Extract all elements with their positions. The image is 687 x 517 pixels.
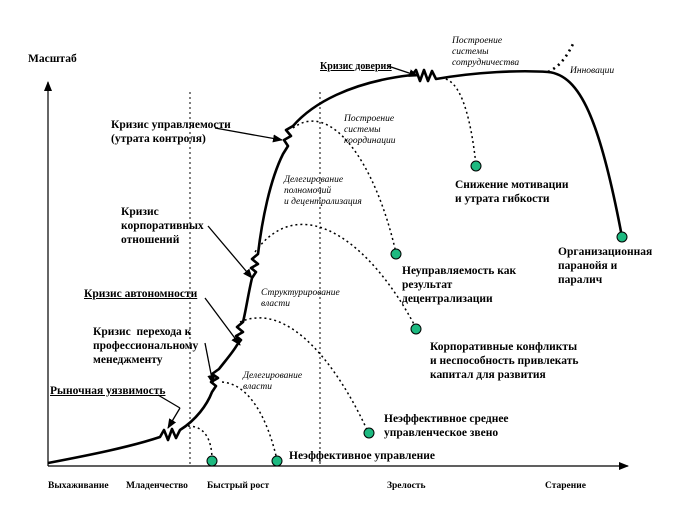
arc-uncontrollability <box>292 120 397 254</box>
outcome-ineffective-label: Неэффективное управление <box>289 450 435 462</box>
stage-label-4: Зрелость <box>387 481 426 491</box>
arc-conflicts <box>254 223 417 329</box>
outcome-dot-conflicts <box>410 323 422 335</box>
arrow-market-tip <box>167 407 181 429</box>
crisis-trust-label: Кризис доверия <box>320 61 392 72</box>
arrow-transition <box>204 342 216 385</box>
solution-delegation-label: Делегирование полномочий и децентрализац… <box>284 175 362 207</box>
stage-label-5: Старение <box>545 481 586 491</box>
solution-power-delegation-label: Делегирование власти <box>243 371 303 392</box>
solution-cooperation-label: Построение системы сотрудничества <box>452 36 520 68</box>
y-axis-label: Масштаб <box>28 53 77 65</box>
crisis-autonomy-label: Кризис автономности <box>84 288 198 300</box>
outcome-dot-middle <box>363 427 375 439</box>
lifecycle-curve <box>47 68 624 465</box>
arrow-autonomy <box>204 297 241 346</box>
arrow-corporate <box>207 225 253 279</box>
stage-label-1: Выхаживание <box>48 481 109 491</box>
outcome-dot-paranoia <box>616 231 628 243</box>
crisis-transition-label: Кризис перехода к профессиональному мене… <box>93 326 199 366</box>
solution-structuring-label: Структурирование власти <box>261 288 340 309</box>
arrow-trust <box>387 65 419 77</box>
outcome-dot-uncontrollability <box>390 248 402 260</box>
arc-ineffective-1 <box>187 425 213 461</box>
solution-coordination-label: Построение системы координации <box>344 114 396 146</box>
outcome-middle-label: Неэффективное среднее управленческое зве… <box>384 413 509 439</box>
crisis-management-label: Кризис управляемости (утрата контроля) <box>111 119 231 145</box>
crisis-corporate-label: Кризис корпоративных отношений <box>121 206 204 246</box>
arc-middle <box>239 317 369 433</box>
outcome-motivation-label: Снижение мотивации и утрата гибкости <box>455 179 569 205</box>
stage-label-3: Быстрый рост <box>207 481 270 491</box>
outcome-conflicts-label: Корпоративные конфликты и неспособность … <box>430 341 579 381</box>
arc-ineffective-2 <box>221 381 278 461</box>
outcome-dot-ineffective-1 <box>206 455 218 467</box>
solution-innovation-label: Инновации <box>570 66 615 76</box>
outcome-dot-ineffective-2 <box>271 455 283 467</box>
arrow-market <box>157 394 181 409</box>
innovation-curve <box>547 41 576 74</box>
stage-label-2: Младенчество <box>126 481 188 491</box>
arc-motivation <box>435 77 477 166</box>
arrow-management <box>214 127 283 143</box>
outcome-uncontrollability-label: Неуправляемость как результат децентрали… <box>402 265 517 305</box>
outcome-dot-motivation <box>470 160 482 172</box>
crisis-market-label: Рыночная уязвимость <box>50 385 166 397</box>
outcome-paranoia-label: Организационная паранойя и паралич <box>558 246 653 286</box>
